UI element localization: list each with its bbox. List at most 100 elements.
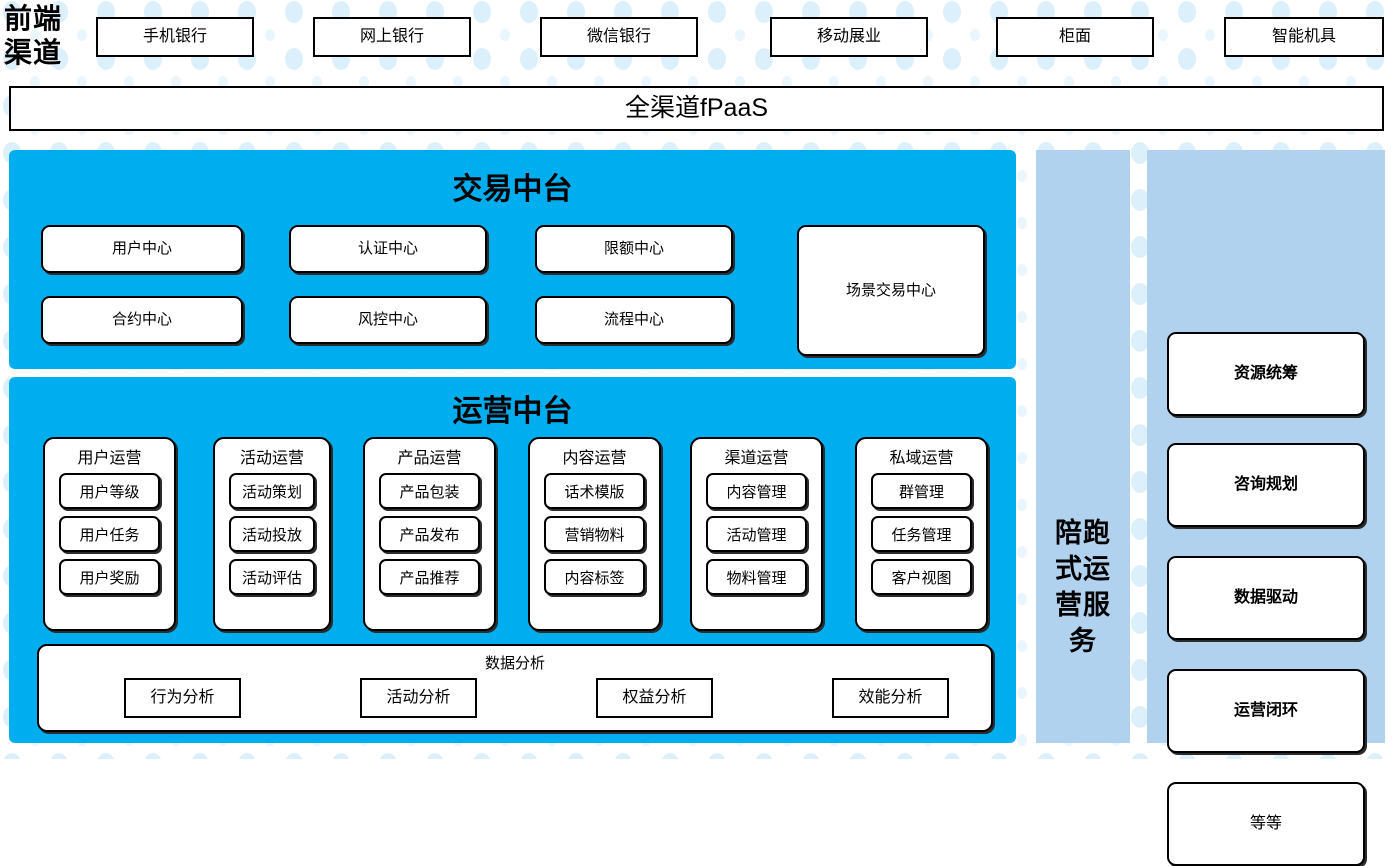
ops-item-4-2[interactable]: 营销物料 [544,516,645,552]
ops-item-6-3[interactable]: 客户视图 [871,559,972,595]
ops-item-2-1[interactable]: 活动策划 [229,473,315,509]
trade-center-box-label: 合约中心 [111,311,172,329]
ops-item-label: 产品推荐 [399,569,460,587]
trade-center-box-1[interactable]: 用户中心 [41,225,243,273]
ops-item-label: 客户视图 [891,569,952,587]
trade-center-box-4[interactable]: 合约中心 [41,296,243,344]
service-band-text-line-4: 务 [1069,626,1097,656]
fpaas-bar[interactable]: 全渠道fPaaS [9,86,1384,131]
ops-item-4-1[interactable]: 话术模版 [544,473,645,509]
ops-item-label: 内容标签 [564,569,625,587]
trade-center-box-label: 风控中心 [357,311,418,329]
channel-box-label: 智能机具 [1271,27,1336,45]
ops-item-6-2[interactable]: 任务管理 [871,516,972,552]
accompanying-service-band-text: 陪跑式运营服务 [1036,515,1130,659]
ops-column-title: 活动运营 [239,450,304,467]
channel-box-3[interactable]: 微信银行 [540,17,698,57]
data-analysis-item-label: 行为分析 [150,688,215,706]
ops-item-label: 用户任务 [79,526,140,544]
channel-box-label: 柜面 [1058,27,1091,45]
service-band-text-line-3: 营服 [1055,590,1111,620]
ops-column-1: 用户运营用户等级用户任务用户奖励 [43,437,176,631]
data-analysis-panel: 数据分析 行为分析活动分析权益分析效能分析 [37,644,993,732]
service-card-label: 咨询规划 [1233,475,1298,493]
ops-item-label: 话术模版 [564,483,625,501]
service-card-label: 运营闭环 [1233,701,1298,719]
ops-item-3-3[interactable]: 产品推荐 [379,559,480,595]
ops-column-3: 产品运营产品包装产品发布产品推荐 [363,437,496,631]
trade-center-box-label: 用户中心 [111,240,172,258]
trade-center-box-2[interactable]: 认证中心 [289,225,487,273]
ops-column-5: 渠道运营内容管理活动管理物料管理 [690,437,823,631]
trade-center-box-label: 认证中心 [357,240,418,258]
frontend-channel-label-line1: 前端 [4,4,63,35]
data-analysis-item-3[interactable]: 权益分析 [596,678,713,718]
ops-column-2: 活动运营活动策划活动投放活动评估 [213,437,331,631]
ops-item-3-2[interactable]: 产品发布 [379,516,480,552]
ops-center-title: 运营中台 [452,395,573,428]
ops-item-label: 用户奖励 [79,569,140,587]
trade-center-box-3[interactable]: 限额中心 [535,225,733,273]
ops-item-label: 产品发布 [399,526,460,544]
ops-item-4-3[interactable]: 内容标签 [544,559,645,595]
channel-box-2[interactable]: 网上银行 [313,17,471,57]
service-card-label: 等等 [1249,814,1282,832]
ops-item-label: 产品包装 [399,483,460,501]
data-analysis-item-1[interactable]: 行为分析 [124,678,241,718]
data-analysis-item-label: 活动分析 [386,688,451,706]
ops-column-4: 内容运营话术模版营销物料内容标签 [528,437,661,631]
ops-item-label: 活动评估 [241,569,302,587]
ops-item-3-1[interactable]: 产品包装 [379,473,480,509]
ops-item-label: 群管理 [898,483,944,501]
channel-box-label: 网上银行 [359,27,424,45]
service-card-5[interactable]: 等等 [1167,782,1365,866]
ops-column-title: 私域运营 [889,450,954,467]
ops-column-6: 私域运营群管理任务管理客户视图 [855,437,988,631]
service-card-1[interactable]: 资源统筹 [1167,332,1365,416]
ops-item-2-3[interactable]: 活动评估 [229,559,315,595]
ops-item-label: 内容管理 [726,483,787,501]
data-analysis-item-label: 权益分析 [622,688,687,706]
ops-item-5-2[interactable]: 活动管理 [706,516,807,552]
channel-box-5[interactable]: 柜面 [996,17,1154,57]
ops-item-label: 物料管理 [726,569,787,587]
channel-box-label: 微信银行 [586,27,651,45]
trade-center-box-6[interactable]: 流程中心 [535,296,733,344]
ops-column-title: 渠道运营 [724,450,789,467]
data-analysis-item-label: 效能分析 [858,688,923,706]
fpaas-label: 全渠道fPaaS [624,94,769,123]
frontend-channel-label: 前端 渠道 [4,2,88,72]
service-card-4[interactable]: 运营闭环 [1167,669,1365,753]
trade-center-box-5[interactable]: 风控中心 [289,296,487,344]
ops-item-1-3[interactable]: 用户奖励 [59,559,160,595]
data-analysis-item-4[interactable]: 效能分析 [832,678,949,718]
service-card-label: 资源统筹 [1233,364,1298,382]
ops-column-title: 用户运营 [77,450,142,467]
ops-item-5-1[interactable]: 内容管理 [706,473,807,509]
service-band-text-line-2: 式运 [1055,554,1111,584]
scene-trade-center-box[interactable]: 场景交易中心 [797,225,985,356]
service-card-label: 数据驱动 [1233,588,1298,606]
channel-box-1[interactable]: 手机银行 [96,17,254,57]
channel-box-6[interactable]: 智能机具 [1224,17,1384,57]
ops-item-5-3[interactable]: 物料管理 [706,559,807,595]
ops-item-1-1[interactable]: 用户等级 [59,473,160,509]
service-card-3[interactable]: 数据驱动 [1167,556,1365,640]
ops-item-6-1[interactable]: 群管理 [871,473,972,509]
ops-item-label: 营销物料 [564,526,625,544]
frontend-channel-label-line2: 渠道 [4,38,63,69]
ops-item-label: 活动投放 [241,526,302,544]
service-card-2[interactable]: 咨询规划 [1167,443,1365,527]
ops-item-label: 用户等级 [79,483,140,501]
ops-item-1-2[interactable]: 用户任务 [59,516,160,552]
accompanying-service-band: 陪跑式运营服务 [1036,150,1130,743]
ops-item-label: 活动管理 [726,526,787,544]
trade-center-box-label: 限额中心 [603,240,664,258]
data-analysis-item-2[interactable]: 活动分析 [360,678,477,718]
ops-item-2-2[interactable]: 活动投放 [229,516,315,552]
services-panel: 资源统筹咨询规划数据驱动运营闭环等等 [1147,150,1385,866]
ops-item-label: 任务管理 [891,526,952,544]
service-band-text-line-1: 陪跑 [1055,518,1111,548]
trade-center-title: 交易中台 [452,173,573,206]
channel-box-4[interactable]: 移动展业 [770,17,928,57]
